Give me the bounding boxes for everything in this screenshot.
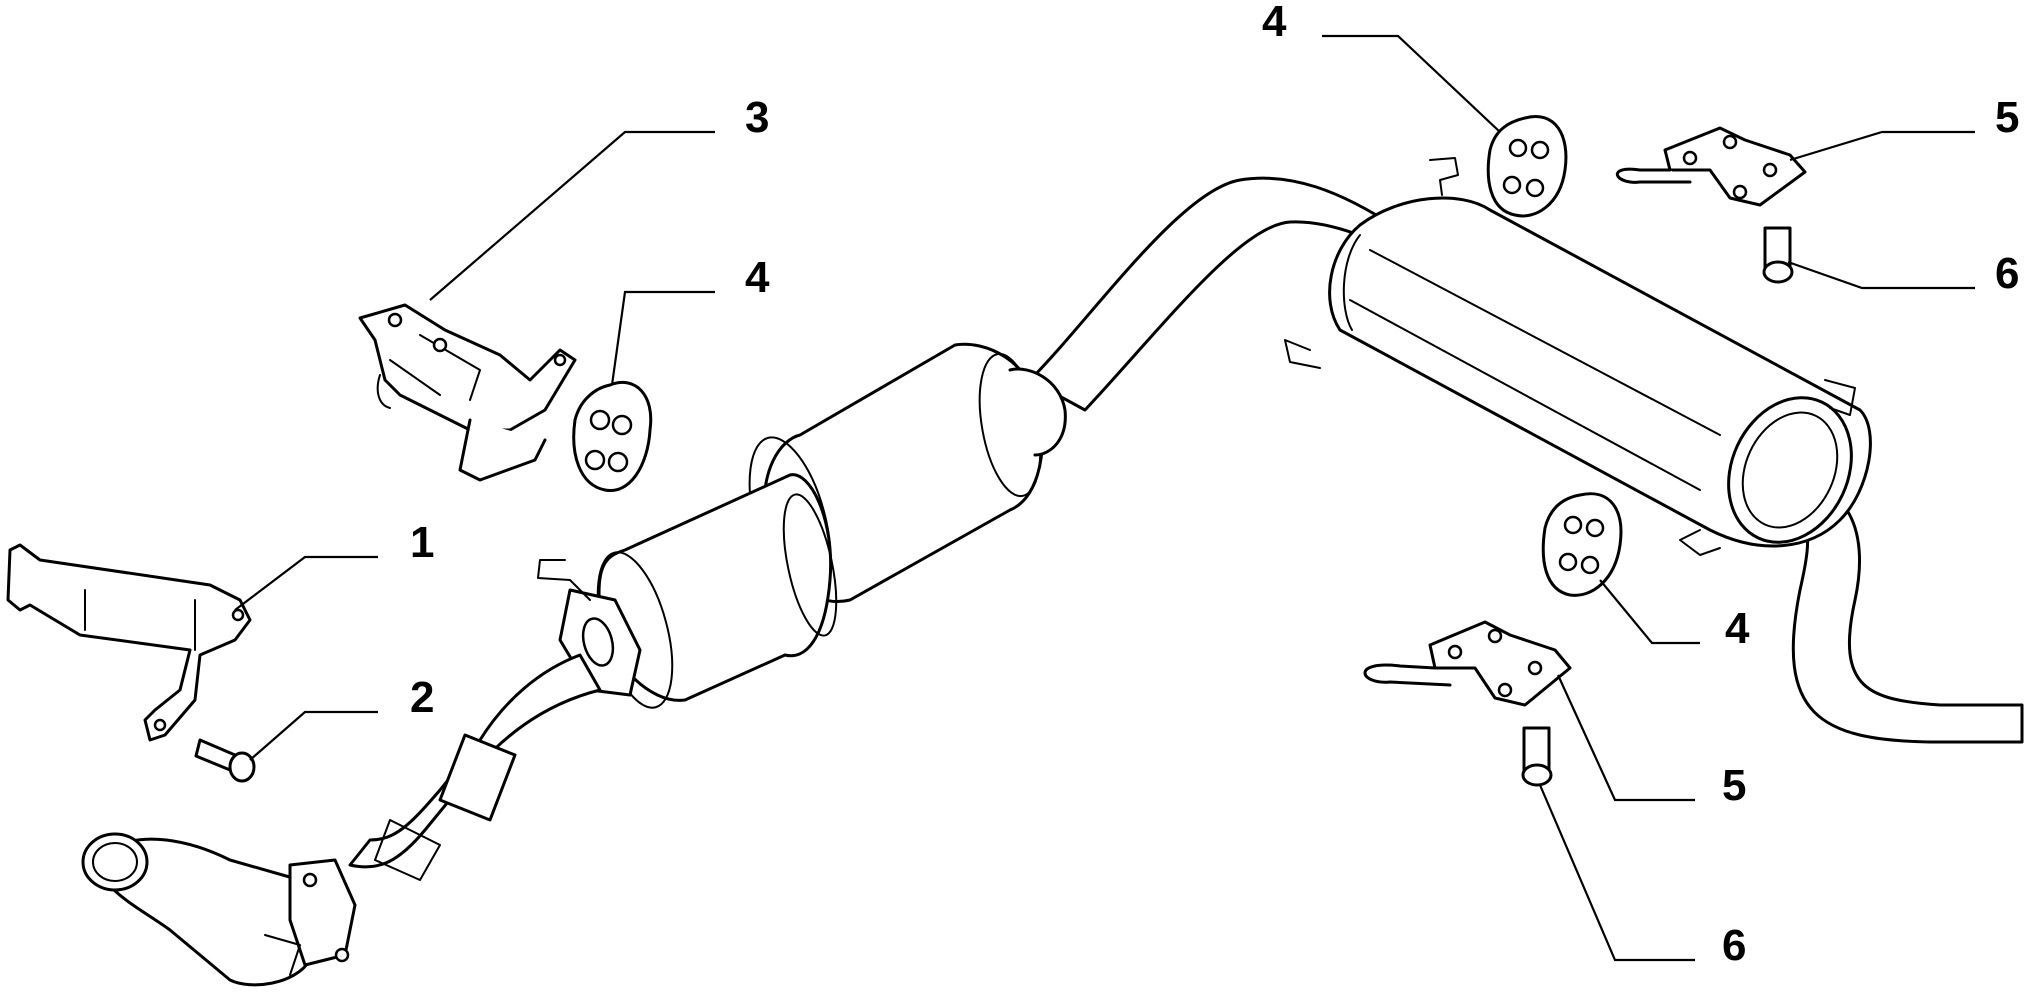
bracket-part-1 xyxy=(6,543,252,742)
callout-4-b: 4 xyxy=(1262,0,1287,46)
rear-muffler xyxy=(1284,157,1872,556)
callout-1: 1 xyxy=(410,518,434,567)
leader-5-b xyxy=(1556,674,1695,802)
leader-4-b xyxy=(1322,34,1501,133)
hanger-bracket-part-3 xyxy=(358,303,577,482)
callout-4-c: 4 xyxy=(1725,604,1750,653)
hanger-bracket-part-5-b xyxy=(1363,620,1572,707)
hanger-bracket-part-5-a xyxy=(1616,126,1807,207)
leader-5-a xyxy=(1789,130,1975,162)
leader-1 xyxy=(234,555,378,611)
middle-muffler xyxy=(748,342,1067,604)
leader-6-a xyxy=(1787,260,1975,290)
rubber-mount-part-4-b xyxy=(1486,115,1568,218)
callout-5-b: 5 xyxy=(1722,761,1746,810)
leader-6-b xyxy=(1538,784,1695,962)
leader-3 xyxy=(429,130,715,301)
callout-4-a: 4 xyxy=(745,253,770,302)
bolt-part-2 xyxy=(194,738,256,783)
rubber-mount-part-4-c xyxy=(1541,492,1623,597)
callout-3: 3 xyxy=(745,93,769,142)
tailpipe xyxy=(1758,477,2024,744)
leader-lines xyxy=(234,34,1975,962)
callout-2: 2 xyxy=(410,673,434,722)
leader-2 xyxy=(249,710,378,761)
callout-labels: 3 4 1 2 4 5 6 4 5 6 xyxy=(410,0,2019,970)
callout-6-b: 6 xyxy=(1722,921,1746,970)
callout-5-a: 5 xyxy=(1995,93,2019,142)
rubber-mount-part-4-a xyxy=(572,380,653,492)
callout-6-a: 6 xyxy=(1995,249,2019,298)
leader-4-a xyxy=(610,290,715,386)
bolt-part-6-a xyxy=(1762,226,1794,284)
bolt-part-6-b xyxy=(1521,726,1553,787)
leader-4-c xyxy=(1599,579,1700,645)
front-pipe xyxy=(348,653,602,881)
catalytic-converter xyxy=(81,832,357,987)
